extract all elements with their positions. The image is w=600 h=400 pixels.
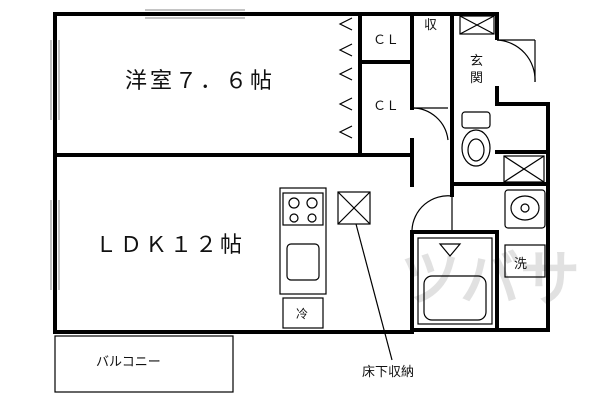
bathtub-icon	[417, 237, 493, 325]
washbasin-icon	[504, 189, 546, 229]
underfloor-storage-label: 床下収納	[362, 365, 414, 380]
western-room-label: 洋室７．６帖	[125, 69, 275, 94]
entrance-label-top: 玄	[470, 54, 483, 69]
underfloor-hatch	[337, 191, 393, 361]
balcony-label: バルコニー	[96, 355, 161, 370]
washer-label: 洗	[514, 257, 527, 272]
storage-label: 収	[424, 18, 437, 33]
closet-door-marks	[338, 17, 353, 139]
toilet-icon	[461, 111, 491, 167]
closet-lower-label: ＣＬ	[373, 99, 399, 114]
closet-upper-label: ＣＬ	[373, 33, 399, 48]
refrigerator-label: 冷	[296, 307, 308, 321]
balcony-area	[54, 335, 234, 393]
left-windows	[50, 40, 60, 290]
washer-box	[504, 244, 546, 278]
kitchen-counter	[279, 187, 327, 329]
svg-text:ツバサ: ツバサ	[400, 245, 580, 315]
ldk-label: ＬＤＫ１２帖	[95, 233, 245, 258]
storage-x-boxes	[459, 15, 545, 183]
interior-walls	[53, 12, 550, 332]
outer-walls	[53, 12, 550, 334]
watermark: ツバサ	[400, 245, 580, 315]
top-window	[145, 9, 245, 19]
entrance-label-bottom: 関	[470, 71, 483, 86]
door-swings	[411, 39, 536, 232]
